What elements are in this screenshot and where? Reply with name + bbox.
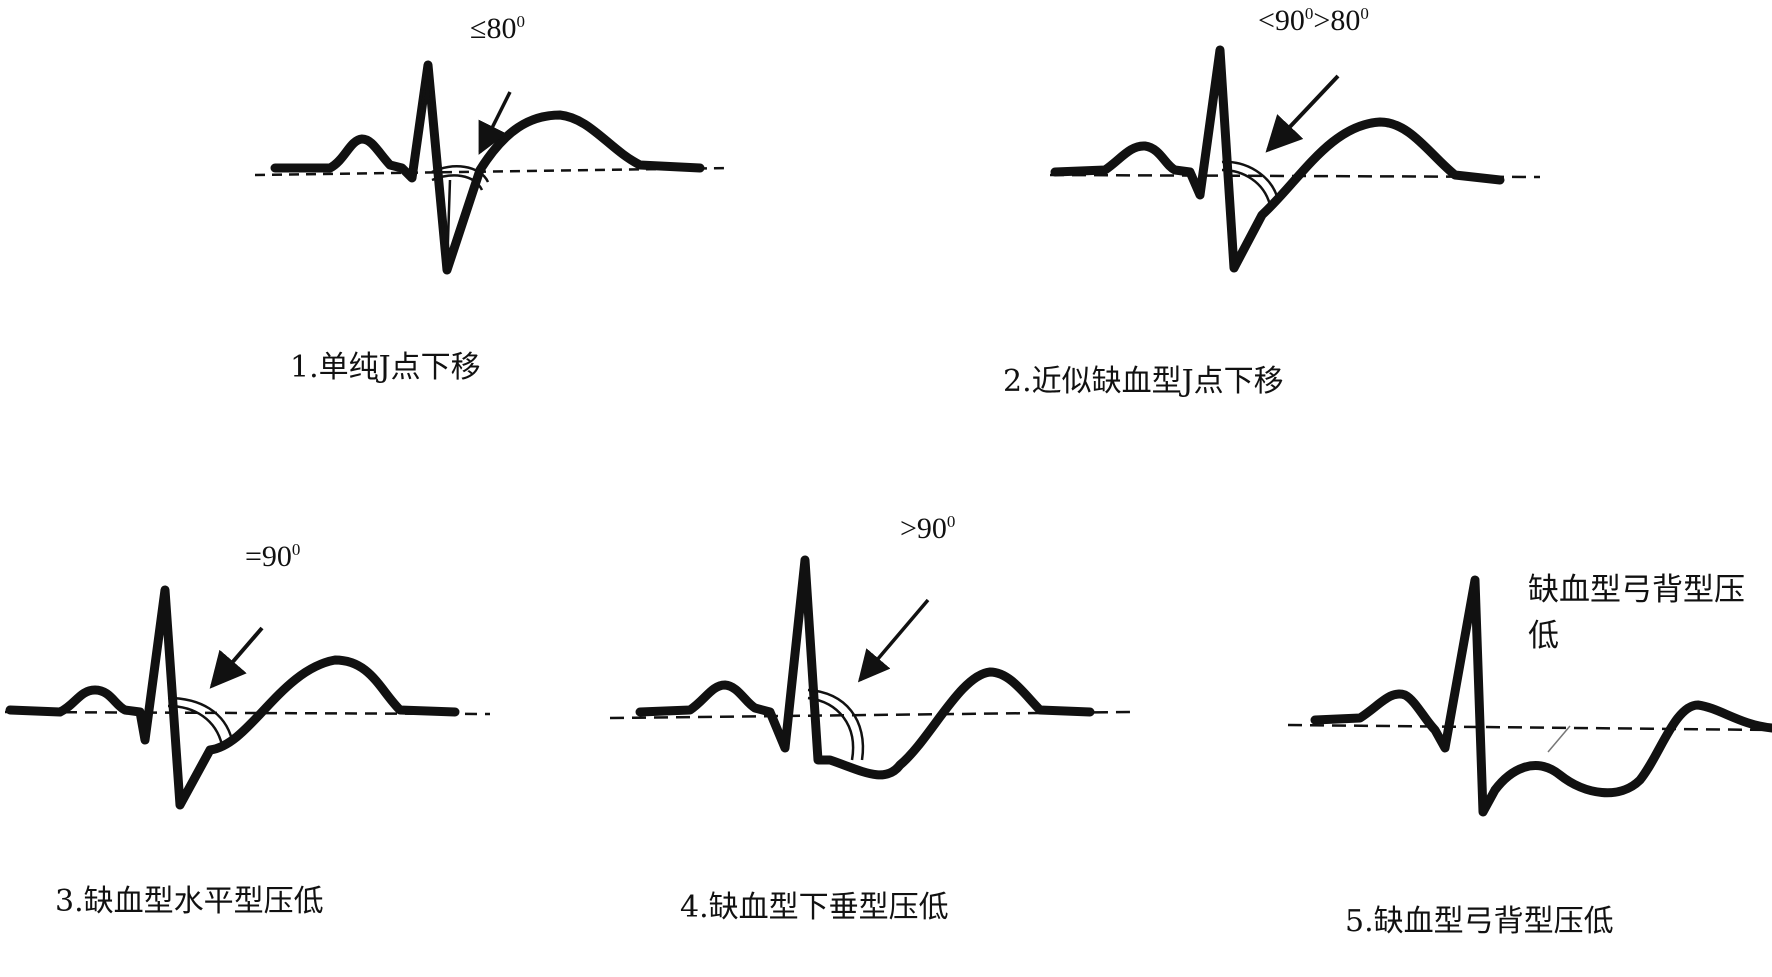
ecg-panel-4 [609, 555, 1131, 780]
angle-value-3: =90 [245, 540, 292, 573]
angle-arc-3b [167, 704, 224, 746]
arrow-3 [209, 626, 264, 689]
angle-arc-4 [807, 688, 865, 761]
caption-2: 2.近似缺血型J点下移 [1003, 364, 1284, 399]
angle-value-1: ≤80 [470, 12, 517, 45]
angle-degree-2a: 0 [1304, 4, 1314, 23]
angle-degree-4: 0 [946, 512, 956, 531]
angle-degree-1: 0 [516, 12, 525, 31]
angle-arc-1b [431, 174, 484, 191]
angle-value-4: >90 [900, 512, 947, 545]
ecg-trace-2 [1050, 45, 1505, 273]
angle-degree-2b: 0 [1360, 4, 1369, 23]
baseline-5 [1287, 723, 1772, 732]
ecg-panel-5 [1287, 575, 1772, 817]
angle-label-4: >900 [900, 512, 955, 546]
caption-5: 5.缺血型弓背型压低 [1345, 904, 1614, 939]
angle-label-3: =900 [245, 540, 300, 574]
angle-label-2: <900>800 [1258, 4, 1369, 38]
arrow-2 [1265, 74, 1340, 153]
caption-1: 1.单纯J点下移 [290, 350, 481, 385]
ecg-trace-3 [5, 585, 460, 810]
caption-3: 3.缺血型水平型压低 [55, 884, 324, 919]
angle-label-1: ≤800 [470, 12, 525, 46]
angle-arc-3 [167, 696, 234, 741]
ecg-panel-1 [254, 60, 731, 275]
angle-value-2a: <90 [1258, 4, 1305, 37]
angle-arc-1 [431, 165, 490, 183]
ecg-trace-5 [1310, 575, 1772, 817]
ecg-panel-3 [4, 585, 491, 810]
arrow-4 [857, 598, 930, 683]
pointer-5 [1547, 725, 1571, 753]
angle-arc-2 [1221, 160, 1280, 201]
angle-arc-4b [807, 696, 855, 761]
qrs-thin-1 [410, 64, 452, 271]
panel-5-note: 缺血型弓背型压低 [1528, 572, 1745, 654]
arrow-1 [478, 91, 512, 155]
ecg-trace-1 [270, 60, 705, 275]
ecg-panel-2 [1049, 45, 1541, 273]
angle-value-2b: >80 [1313, 4, 1361, 37]
caption-4: 4.缺血型下垂型压低 [680, 890, 949, 925]
ecg-trace-4 [635, 555, 1095, 780]
angle-degree-3: 0 [291, 540, 301, 559]
angle-arc-2b [1221, 168, 1272, 206]
